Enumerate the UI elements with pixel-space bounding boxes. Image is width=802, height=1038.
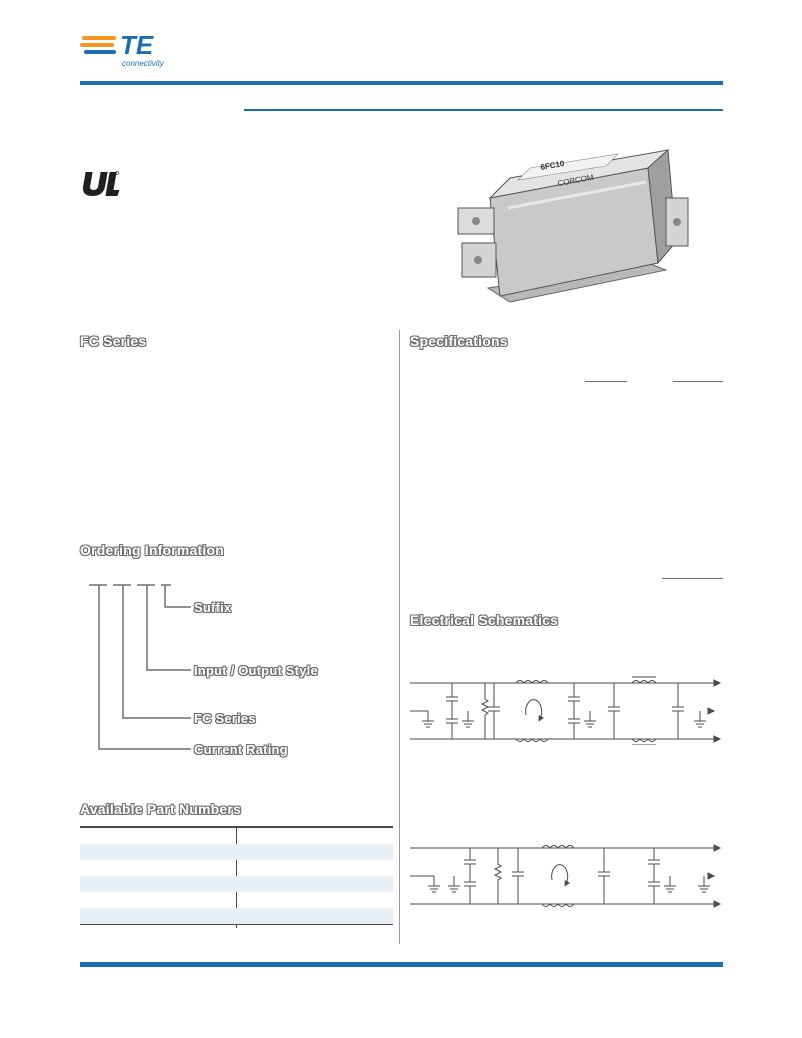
schematic-1 [408,675,723,746]
part-numbers-table [80,826,393,928]
table-top-rule [80,826,393,828]
schematic-2 [408,842,723,910]
spec-column-rule [673,381,723,382]
ordering-code-diagram [85,583,195,758]
title-rule [244,109,723,111]
fc-series-heading: FC Series [80,333,147,349]
te-logo-icon: TE connectivity [80,30,165,68]
table-row [80,844,393,860]
ul-recognized-icon [80,170,120,196]
table-row [80,876,393,892]
electrical-schematics-heading: Electrical Schematics [410,612,559,628]
product-photo: 6FC10 CORCOM [418,138,718,318]
logo-text: TE [120,30,154,60]
available-part-numbers-heading: Available Part Numbers [80,801,242,817]
spec-column-rule [662,578,723,579]
header-rule [80,81,723,85]
spec-column-rule [585,381,627,382]
ordering-label-current-rating: Current Rating [194,742,288,757]
specifications-heading: Specifications [410,333,508,349]
column-divider [399,330,400,944]
table-row [80,828,393,844]
photo-label: 6FC10 [540,159,566,172]
footer-rule [80,962,723,967]
logo-tagline: connectivity [122,59,165,68]
te-connectivity-logo: TE connectivity [80,30,176,70]
ordering-label-io-style: Input / Output Style [194,663,318,678]
ordering-label-fc-series: FC Series [194,711,256,726]
ordering-label-suffix: Suffix [194,600,232,615]
table-row [80,892,393,908]
table-row [80,908,393,924]
table-row [80,860,393,876]
ordering-information-heading: Ordering Information [80,542,224,558]
